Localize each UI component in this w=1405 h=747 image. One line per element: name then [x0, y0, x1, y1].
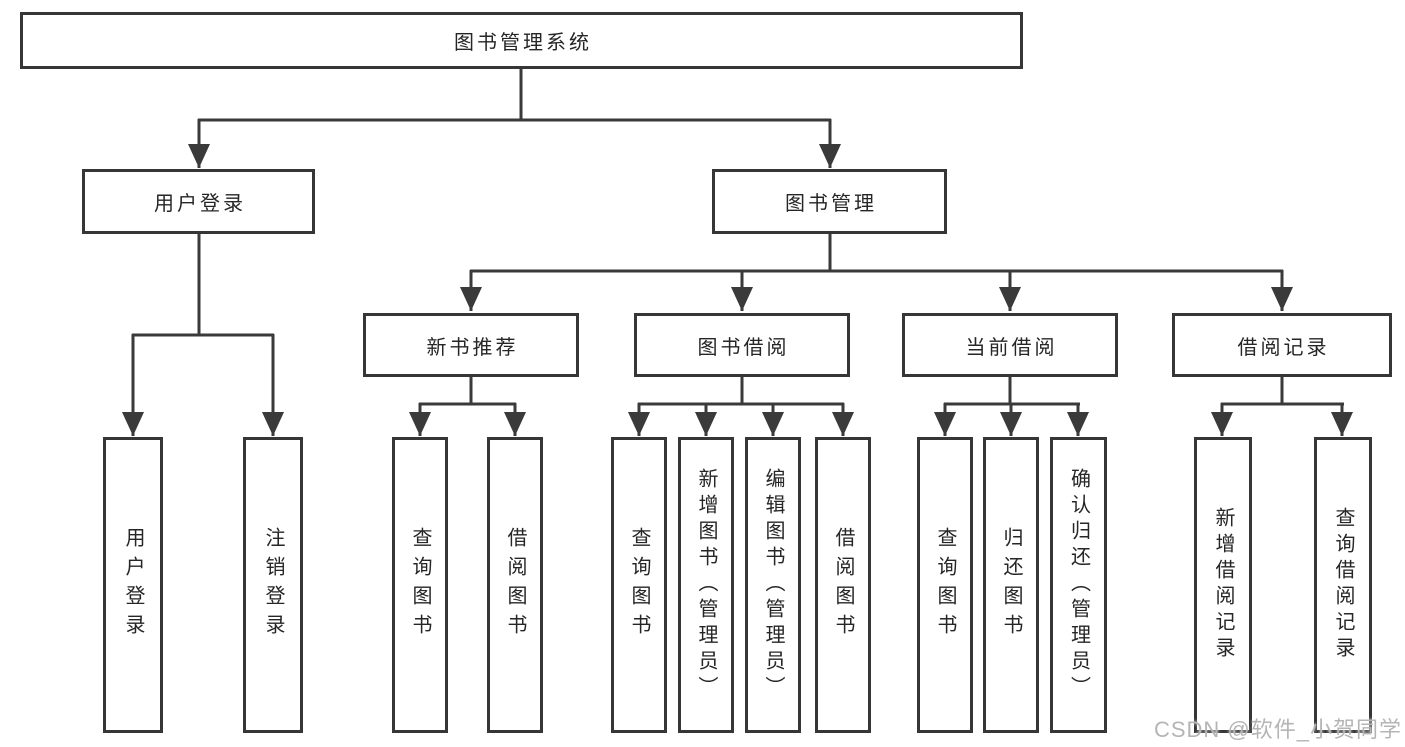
leaf-borrow-books: 借阅图书: [815, 437, 871, 733]
leaf-confirm-return-admin: 确认归还（管理员）: [1050, 437, 1107, 733]
leaf-user-login: 用户登录: [103, 437, 163, 733]
connector-bookmgmt-to-level2: [460, 233, 1293, 311]
node-new-book-recommendation: 新书推荐: [363, 313, 579, 377]
leaf-edit-books-admin: 编辑图书（管理员）: [745, 437, 801, 733]
csdn-watermark: CSDN @软件_小贺同学: [1153, 717, 1402, 742]
node-book-management-module: 图书管理: [712, 169, 947, 234]
leaf-borrow-books-recommend: 借阅图书: [487, 437, 543, 733]
leaf-return-books: 归还图书: [983, 437, 1039, 733]
leaf-query-books-current: 查询图书: [917, 437, 973, 733]
leaf-query-books-borrowing: 查询图书: [611, 437, 667, 733]
connector-records-to-leaves: [1211, 376, 1353, 436]
leaf-query-books-recommend: 查询图书: [392, 437, 448, 733]
connector-userlogin-to-leaves: [122, 233, 284, 436]
leaf-query-borrow-record: 查询借阅记录: [1314, 437, 1372, 733]
node-current-borrowing: 当前借阅: [902, 313, 1118, 377]
node-book-borrowing: 图书借阅: [634, 313, 850, 377]
node-library-system: 图书管理系统: [20, 12, 1023, 69]
node-borrowing-records: 借阅记录: [1172, 313, 1392, 377]
connector-newbook-to-leaves: [409, 376, 526, 436]
connector-currentborrow-to-leaves: [934, 376, 1089, 436]
leaf-add-books-admin: 新增图书（管理员）: [678, 437, 734, 733]
node-user-login-module: 用户登录: [82, 169, 315, 234]
connector-root-to-level1: [188, 68, 841, 168]
leaf-logout: 注销登录: [243, 437, 303, 733]
connector-bookborrow-to-leaves: [628, 376, 854, 436]
leaf-add-borrow-record: 新增借阅记录: [1194, 437, 1252, 733]
